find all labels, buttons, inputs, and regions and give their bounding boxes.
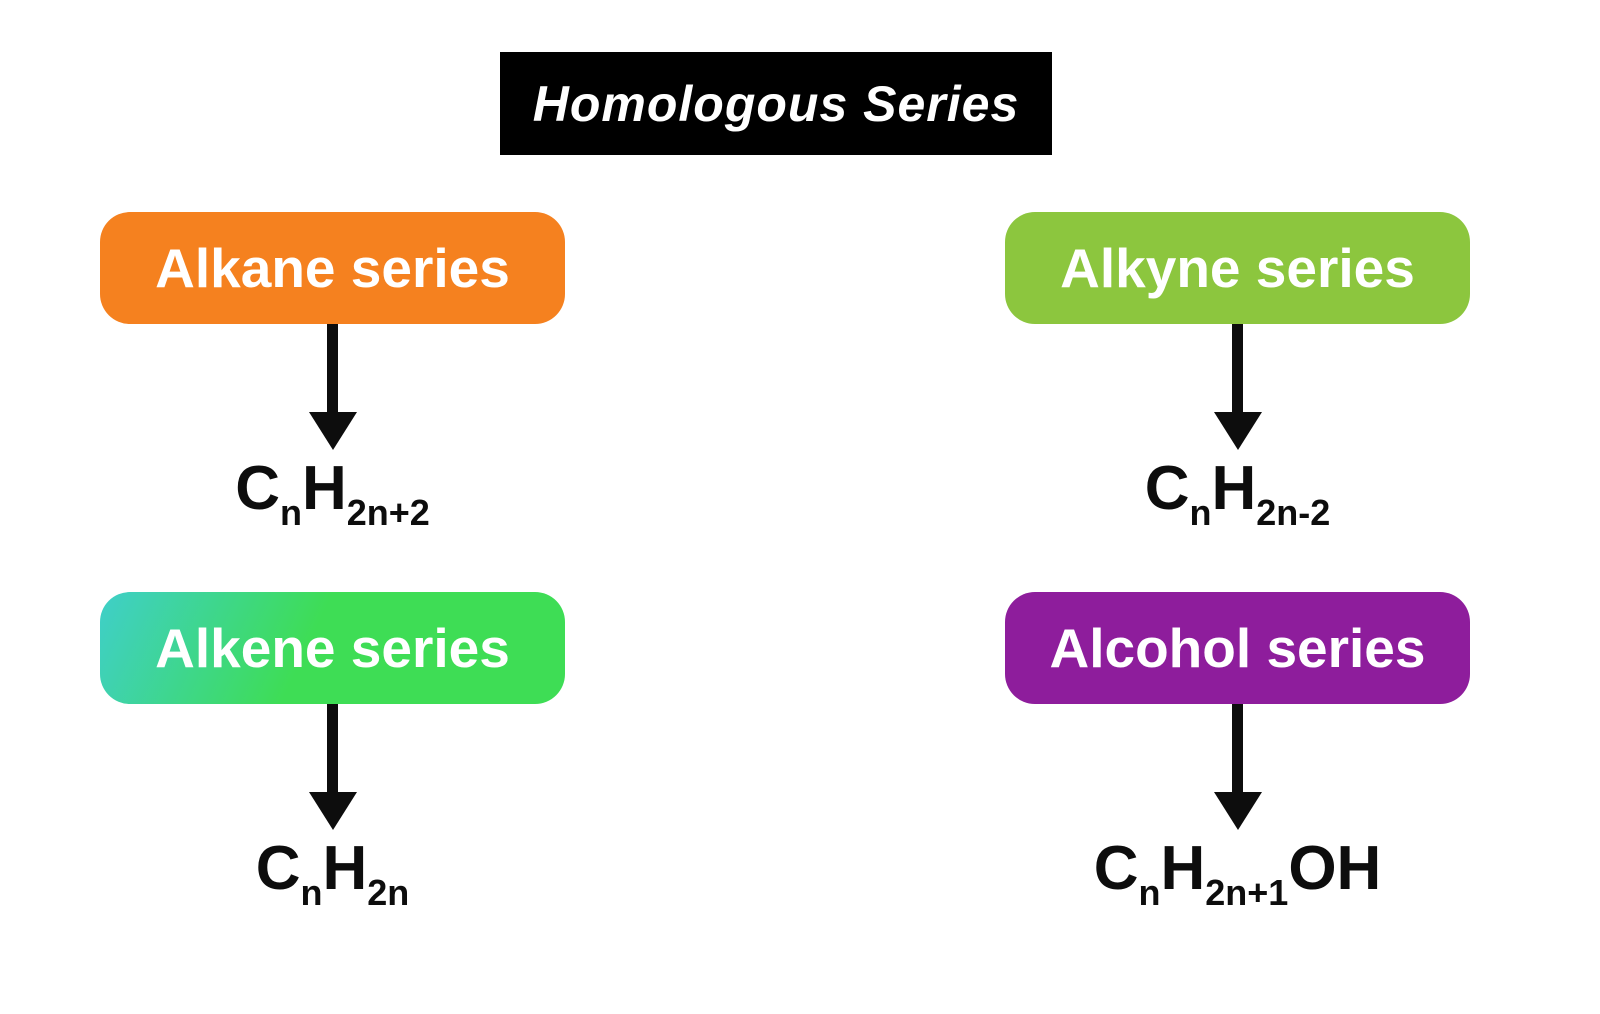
formula-alkyne: CnH2n-2 (1145, 458, 1331, 531)
arrow-shaft (327, 324, 338, 412)
formula-symbol: H (301, 454, 347, 523)
formula-subscript: n (279, 492, 302, 534)
series-card-alkyne: Alkyne series CnH2n-2 (1005, 212, 1470, 531)
down-arrow-icon (308, 704, 357, 830)
arrow-head (308, 412, 357, 450)
formula-subscript: n (1189, 492, 1212, 534)
arrow-head (1213, 412, 1262, 450)
formula-alcohol: CnH2n+1OH (1094, 838, 1382, 911)
series-label-alkyne: Alkyne series (1060, 237, 1415, 299)
formula-symbol: C (235, 454, 280, 523)
series-box-alkene: Alkene series (100, 592, 565, 704)
series-card-alkane: Alkane series CnH2n+2 (100, 212, 565, 531)
formula-symbol: H (1160, 834, 1206, 903)
page-title: Homologous Series (532, 75, 1020, 132)
arrow-shaft (327, 704, 338, 792)
arrow-shaft (1232, 704, 1243, 792)
formula-subscript: 2n+1 (1205, 872, 1289, 914)
series-label-alkane: Alkane series (155, 237, 510, 299)
down-arrow-icon (1213, 324, 1262, 450)
series-card-alcohol: Alcohol series CnH2n+1OH (1005, 592, 1470, 911)
formula-symbol: H (322, 834, 368, 903)
formula-subscript: 2n+2 (346, 492, 430, 534)
formula-subscript: 2n (367, 872, 410, 914)
formula-subscript: n (300, 872, 323, 914)
formula-symbol: C (1093, 834, 1139, 903)
series-box-alcohol: Alcohol series (1005, 592, 1470, 704)
series-label-alkene: Alkene series (155, 617, 510, 679)
series-box-alkane: Alkane series (100, 212, 565, 324)
formula-alkene: CnH2n (256, 838, 410, 911)
down-arrow-icon (1213, 704, 1262, 830)
series-card-alkene: Alkene series CnH2n (100, 592, 565, 911)
title-banner: Homologous Series (500, 52, 1052, 155)
arrow-head (308, 792, 357, 830)
down-arrow-icon (308, 324, 357, 450)
formula-subscript: n (1138, 872, 1161, 914)
formula-subscript: 2n-2 (1256, 492, 1331, 534)
formula-symbol: H (1211, 454, 1257, 523)
formula-alkane: CnH2n+2 (235, 458, 430, 531)
formula-symbol: OH (1288, 834, 1382, 903)
arrow-head (1213, 792, 1262, 830)
formula-symbol: C (1144, 454, 1190, 523)
arrow-shaft (1232, 324, 1243, 412)
series-label-alcohol: Alcohol series (1049, 617, 1426, 679)
series-box-alkyne: Alkyne series (1005, 212, 1470, 324)
formula-symbol: C (255, 834, 301, 903)
